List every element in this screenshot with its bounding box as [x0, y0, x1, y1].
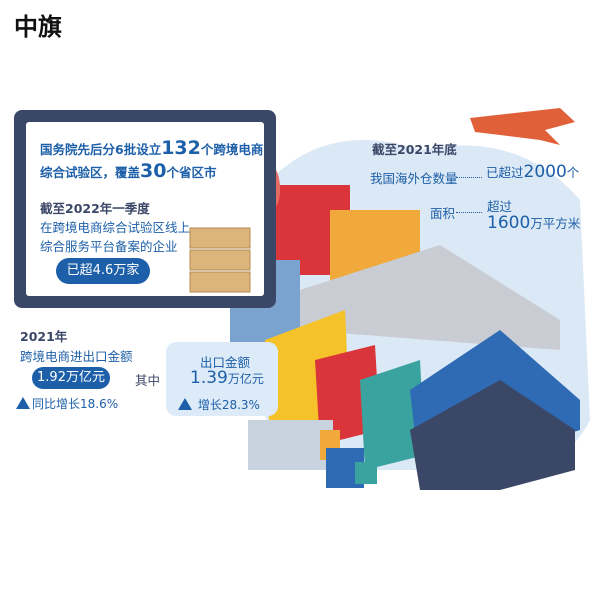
trade-growth: 同比增长18.6%	[16, 395, 118, 412]
boxes-pallet-icon	[189, 227, 251, 293]
loading-dock-c	[360, 360, 425, 470]
trade-year: 2021年	[20, 329, 68, 344]
overseas-date: 截至2021年底	[372, 142, 457, 157]
export-value: 1.39万亿元	[190, 368, 264, 388]
trade-value-pill: 1.92万亿元	[32, 367, 110, 389]
panel-desc-1: 在跨境电商综合试验区线上	[40, 220, 191, 235]
zones-line-2: 综合试验区，覆盖30个省区市	[40, 160, 217, 182]
enterprises-pill: 已超4.6万家	[56, 258, 150, 284]
export-growth: 增长28.3%	[178, 396, 260, 413]
area-prefix: 超过	[487, 199, 513, 214]
zones-line-1: 国务院先后分6批设立132个跨境电商	[40, 137, 264, 159]
airplane-icon	[470, 108, 575, 145]
dotted-leader	[456, 212, 482, 213]
panel-desc-2: 综合服务平台备案的企业	[40, 239, 178, 254]
dotted-leader	[456, 177, 482, 178]
trade-label: 跨境电商进出口金额	[20, 349, 133, 364]
overseas-count-label: 我国海外仓数量	[370, 171, 458, 186]
area-label: 面积	[430, 206, 456, 221]
export-label: 出口金额	[200, 355, 251, 370]
up-triangle-icon	[16, 397, 30, 409]
up-triangle-icon	[178, 398, 192, 410]
warehouse-wall	[410, 380, 575, 490]
of-which-label: 其中	[135, 373, 161, 388]
overseas-count: 已超过2000个	[486, 162, 580, 182]
panel-date: 截至2022年一季度	[40, 201, 150, 216]
area-value: 1600万平方米	[487, 213, 581, 233]
truck-trailer	[248, 420, 333, 470]
logo: 中旗	[14, 12, 62, 41]
